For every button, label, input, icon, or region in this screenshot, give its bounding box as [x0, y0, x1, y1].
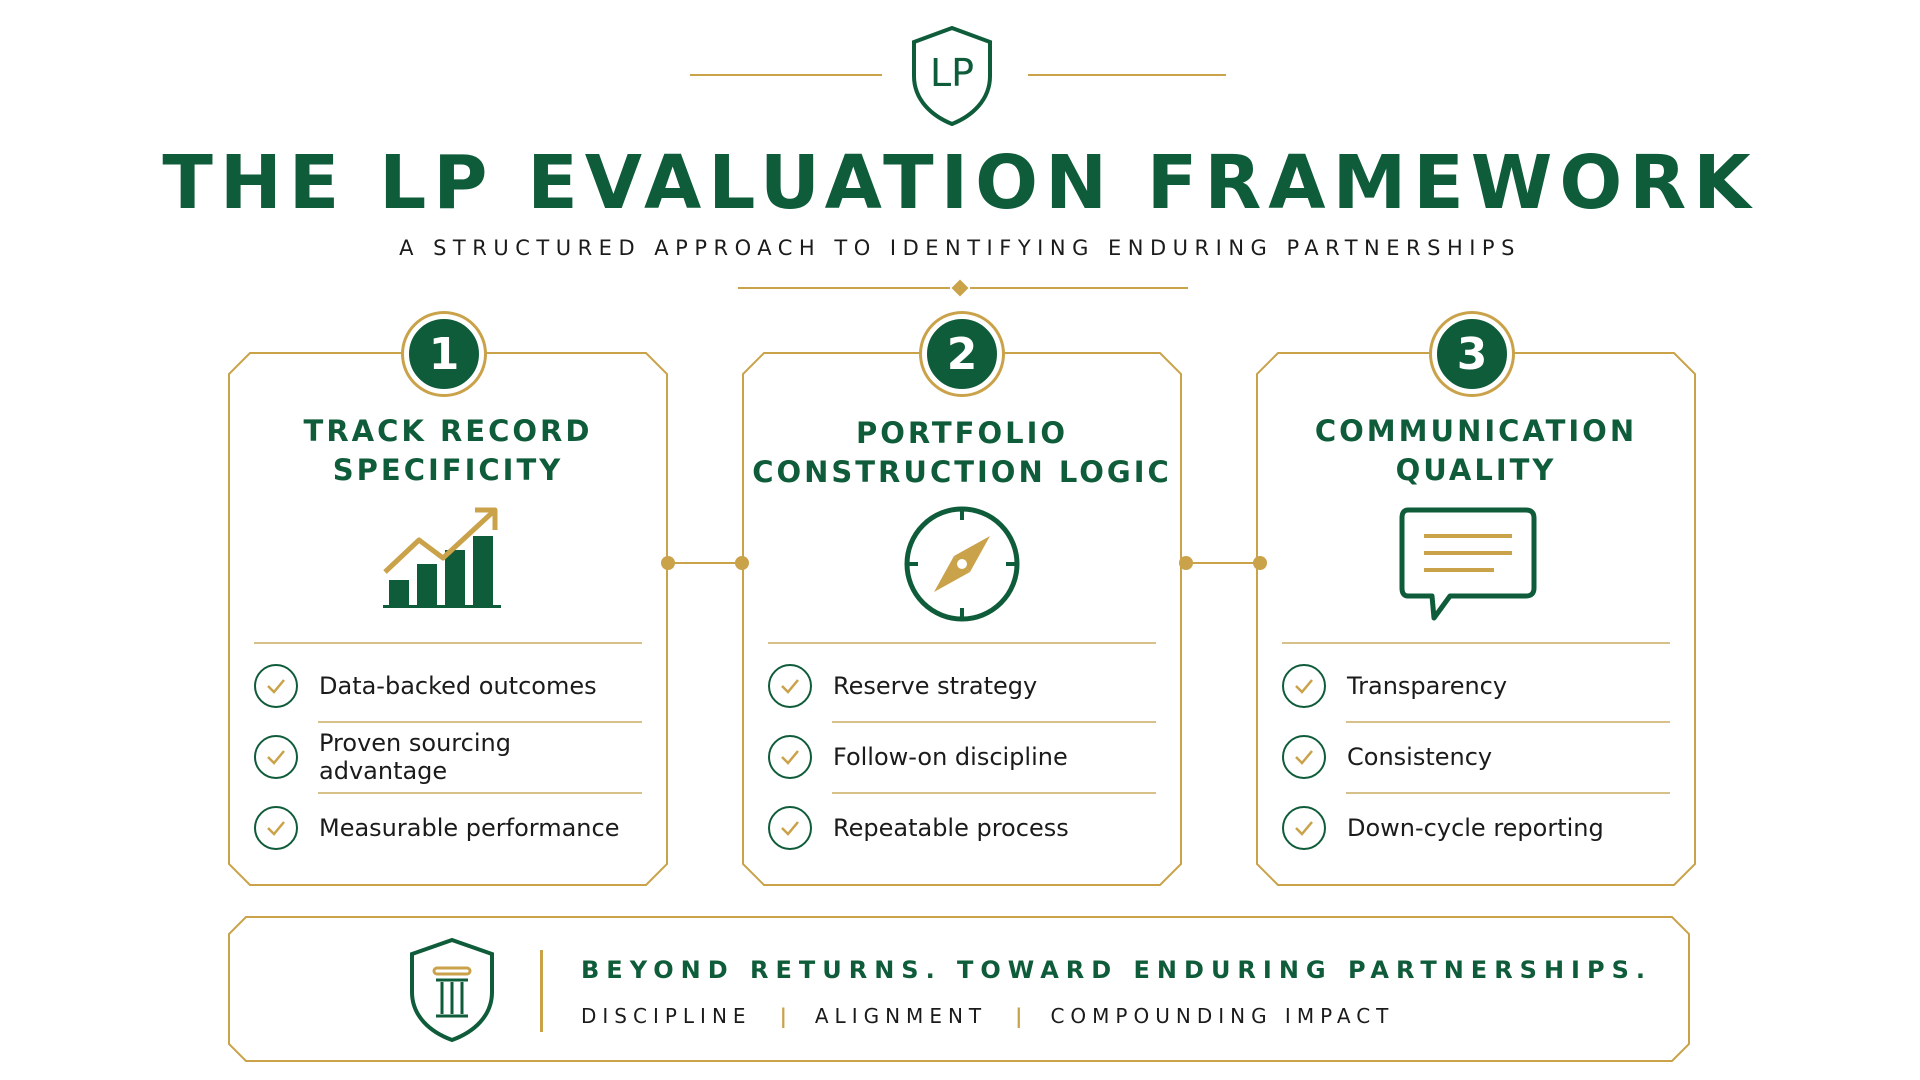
card-title-line2: SPECIFICITY [332, 453, 564, 487]
list-item-label: Down-cycle reporting [1347, 813, 1604, 842]
list-item-label: Repeatable process [833, 813, 1069, 842]
connector-2-3 [1186, 562, 1260, 564]
item-divider [318, 721, 642, 723]
footer-divider [540, 950, 543, 1032]
list-item: Data-backed outcomes [254, 650, 642, 721]
check-icon [1282, 734, 1326, 779]
compass-icon [904, 506, 1020, 622]
card-divider [254, 642, 642, 644]
divider-line-right [970, 287, 1188, 289]
divider-line-left [738, 287, 950, 289]
list-item-label: Follow-on discipline [833, 742, 1068, 771]
divider-diamond [951, 279, 969, 297]
list-item: Consistency [1282, 721, 1670, 792]
page-title: THE LP EVALUATION FRAMEWORK [162, 140, 1758, 226]
check-icon [768, 734, 812, 779]
pillar-shield-icon [410, 937, 494, 1043]
footer-pillars: DISCIPLINE | ALIGNMENT | COMPOUNDING IMP… [581, 1004, 1394, 1028]
check-icon [1282, 805, 1326, 850]
card-frame [228, 352, 668, 886]
connector-dot [661, 556, 675, 570]
pillar-discipline: DISCIPLINE [581, 1004, 752, 1028]
list-item: Measurable performance [254, 792, 642, 863]
card-title-line1: TRACK RECORD [303, 414, 593, 448]
list-item: Reserve strategy [768, 650, 1156, 721]
list-item-label: Consistency [1347, 742, 1493, 771]
footer-panel [228, 916, 1690, 1062]
pillar-separator: | [1015, 1004, 1023, 1028]
list-item-label: Transparency [1347, 671, 1508, 700]
list-item: Transparency [1282, 650, 1670, 721]
card-number-badge: 2 [922, 314, 1002, 394]
item-divider [832, 721, 1156, 723]
card-communication-quality: 3 COMMUNICATION QUALITY Transparency Con… [1256, 314, 1696, 886]
pillar-compounding-impact: COMPOUNDING IMPACT [1050, 1004, 1395, 1028]
list-item: Down-cycle reporting [1282, 792, 1670, 863]
logo-text: LP [930, 51, 974, 95]
speech-bubble-icon [1399, 507, 1537, 621]
card-title-line1: PORTFOLIO [855, 416, 1069, 450]
page-subtitle: A STRUCTURED APPROACH TO IDENTIFYING END… [399, 236, 1521, 260]
card-title-line2: QUALITY [1395, 453, 1557, 487]
card-title-line1: COMMUNICATION [1314, 414, 1638, 448]
list-item-label: Proven sourcing advantage [319, 728, 511, 785]
check-icon [254, 663, 298, 708]
growth-chart-icon [383, 507, 501, 608]
connector-dot [1179, 556, 1193, 570]
card-number-badge: 1 [404, 314, 484, 394]
pillar-separator: | [779, 1004, 787, 1028]
check-icon [768, 663, 812, 708]
connector-1-2 [668, 562, 742, 564]
card-portfolio-construction: 2 PORTFOLIO CONSTRUCTION LOGIC Reserve s… [742, 314, 1182, 886]
item-divider [832, 792, 1156, 794]
check-icon [768, 805, 812, 850]
card-number-badge: 3 [1432, 314, 1512, 394]
card-track-record: 1 TRACK RECORD SPECIFICITY Data-backed o… [228, 314, 668, 886]
card-frame [742, 352, 1182, 886]
card-divider [1282, 642, 1670, 644]
item-divider [1346, 721, 1670, 723]
item-divider [318, 792, 642, 794]
header-line-right [1028, 74, 1226, 76]
list-item: Follow-on discipline [768, 721, 1156, 792]
item-divider [1346, 792, 1670, 794]
card-title-line2: CONSTRUCTION LOGIC [752, 455, 1172, 489]
list-item: Repeatable process [768, 792, 1156, 863]
list-item-label: Reserve strategy [833, 671, 1038, 700]
pillar-alignment: ALIGNMENT [814, 1004, 988, 1028]
card-frame [1256, 352, 1696, 886]
card-divider [768, 642, 1156, 644]
list-item-label: Measurable performance [319, 813, 620, 842]
check-icon [254, 734, 298, 779]
check-icon [1282, 663, 1326, 708]
footer-tagline: BEYOND RETURNS. TOWARD ENDURING PARTNERS… [581, 956, 1652, 984]
lp-shield-logo: LP [912, 25, 992, 127]
check-icon [254, 805, 298, 850]
list-item: Proven sourcing advantage [254, 721, 642, 792]
header-line-left [690, 74, 882, 76]
list-item-label: Data-backed outcomes [319, 671, 597, 700]
